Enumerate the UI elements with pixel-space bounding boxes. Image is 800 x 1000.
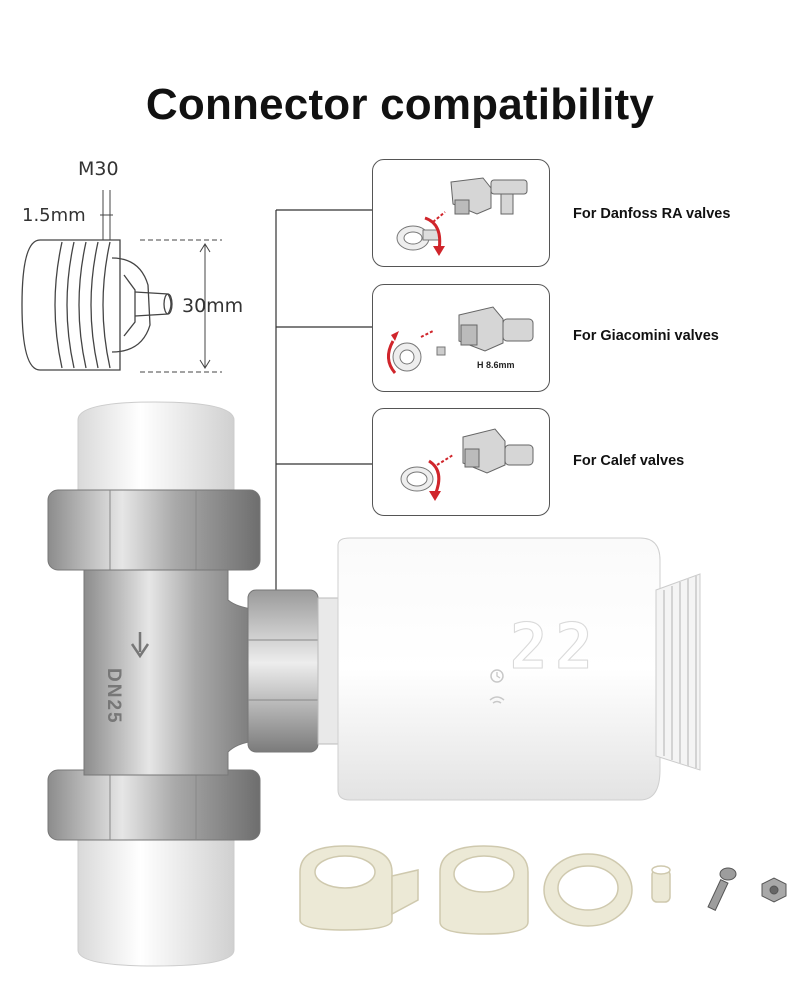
danfoss-valve-label: For Danfoss RA valves (573, 206, 731, 222)
clock-icon (490, 669, 504, 683)
flow-arrow-icon (130, 632, 150, 659)
bottom-pipe (77, 834, 235, 967)
thermostat-dial (655, 573, 701, 771)
danfoss-adapter-illustration (396, 177, 528, 256)
calef-adapter-illustration (400, 428, 534, 501)
bottom-union-nut (47, 769, 261, 841)
screw (707, 867, 737, 911)
hex-nut (761, 877, 787, 903)
rotate-arrow-icon (387, 340, 397, 374)
adapter-spacer (651, 865, 671, 903)
danfoss-adapter-card (372, 159, 550, 267)
thermostat-body (337, 537, 661, 801)
adapter-calef-ring (543, 853, 633, 927)
giacomini-adapter-illustration (387, 306, 534, 374)
calef-adapter-card (372, 408, 550, 516)
diameter-label: 30mm (182, 295, 244, 317)
rotate-arrow-icon (424, 216, 442, 251)
thermostat-display: 22 (510, 610, 601, 683)
top-pipe (77, 401, 235, 493)
thread-pitch-label: 1.5mm (22, 205, 86, 226)
adapter-danfoss-ring (299, 845, 419, 931)
side-union (247, 589, 319, 753)
page-title: Connector compatibility (145, 80, 655, 129)
giacomini-adapter-card: H 8.6mm (372, 284, 550, 392)
top-union-nut (47, 489, 261, 571)
calef-valve-label: For Calef valves (573, 453, 685, 469)
thread-size-label: M30 (78, 158, 119, 180)
valve-pin-height-note: H 8.6mm (477, 360, 515, 370)
adapter-giacomini-ring (439, 845, 529, 935)
wifi-icon (489, 696, 505, 704)
giacomini-valve-label: For Giacomini valves (573, 328, 719, 344)
valve-body-marking: DN25 (103, 668, 124, 725)
